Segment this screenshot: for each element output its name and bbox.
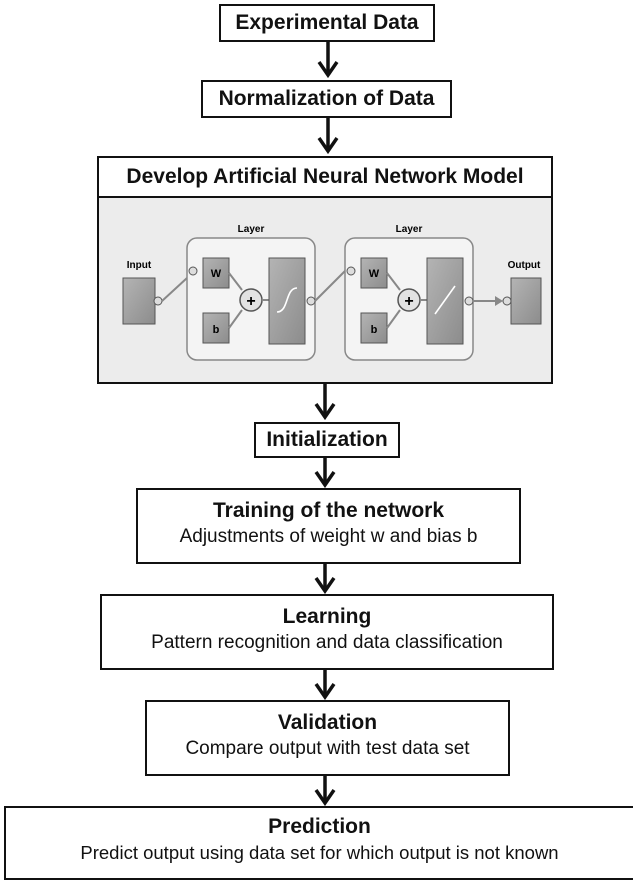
- flow-arrow: [314, 776, 336, 806]
- neural-network-diagram: Input Layer W b + Layer W b +: [97, 198, 553, 384]
- linear-transfer-icon: [434, 285, 456, 315]
- input-node: [153, 296, 163, 306]
- step-prediction-title: Prediction: [268, 815, 371, 838]
- layer-2-bias-label: b: [371, 324, 378, 336]
- flow-arrow: [314, 670, 336, 700]
- layer-1-bias-label: b: [213, 324, 220, 336]
- step-training-title: Training of the network: [212, 499, 444, 522]
- connection-line: [228, 272, 243, 329]
- flow-arrow: [314, 564, 336, 594]
- step-learning: Learning Pattern recognition and data cl…: [100, 594, 554, 670]
- step-experimental-data: Experimental Data: [219, 4, 435, 42]
- layer-2-weight-label: W: [369, 268, 380, 280]
- layer-1-output-node: [306, 296, 316, 306]
- step-validation-desc: Compare output with test data set: [185, 738, 470, 759]
- output-node: [502, 296, 512, 306]
- output-block: [510, 277, 542, 325]
- flow-arrow: [317, 118, 339, 155]
- layer-1-input-node: [188, 266, 198, 276]
- step-initialization-title: Initialization: [266, 428, 388, 451]
- layer-2-label: Layer: [396, 224, 423, 235]
- step-develop-ann-model-title: Develop Artificial Neural Network Model: [126, 165, 524, 188]
- layer-2-transfer-block: [426, 257, 464, 345]
- layer-1-weight-label: W: [211, 268, 222, 280]
- layer-1-label: Layer: [238, 224, 265, 235]
- input-label: Input: [127, 260, 152, 271]
- step-validation-title: Validation: [277, 711, 378, 734]
- connection-line: [386, 272, 401, 329]
- layer-2-bias-block: [360, 312, 388, 344]
- output-label: Output: [508, 260, 541, 271]
- neural-network-svg: Input Layer W b + Layer W b +: [122, 224, 542, 361]
- step-learning-title: Learning: [282, 605, 372, 628]
- connection-line: [314, 270, 346, 302]
- step-develop-ann-model: Develop Artificial Neural Network Model: [97, 156, 553, 198]
- sigmoid-transfer-icon: [276, 287, 298, 313]
- step-learning-desc: Pattern recognition and data classificat…: [151, 632, 503, 653]
- step-training-desc: Adjustments of weight w and bias b: [179, 526, 478, 547]
- step-normalization-title: Normalization of Data: [218, 87, 435, 110]
- step-prediction-desc: Predict output using data set for which …: [80, 842, 559, 863]
- flow-arrow: [314, 384, 336, 421]
- layer-2-sum-symbol: +: [404, 293, 413, 310]
- step-training: Training of the network Adjustments of w…: [136, 488, 521, 564]
- input-block: [122, 277, 156, 325]
- step-normalization: Normalization of Data: [201, 80, 452, 118]
- layer-2-input-node: [346, 266, 356, 276]
- step-initialization: Initialization: [254, 422, 400, 458]
- step-experimental-data-title: Experimental Data: [235, 11, 419, 34]
- layer-2-weight-block: [360, 257, 388, 289]
- step-prediction: Prediction Predict output using data set…: [4, 806, 633, 880]
- layer-2-output-node: [464, 296, 474, 306]
- flow-arrow: [317, 42, 339, 79]
- connection-arrowhead: [495, 296, 503, 306]
- layer-1-sum-symbol: +: [246, 293, 255, 310]
- step-validation: Validation Compare output with test data…: [145, 700, 510, 776]
- connection-line: [161, 277, 188, 302]
- flow-arrow: [314, 458, 336, 488]
